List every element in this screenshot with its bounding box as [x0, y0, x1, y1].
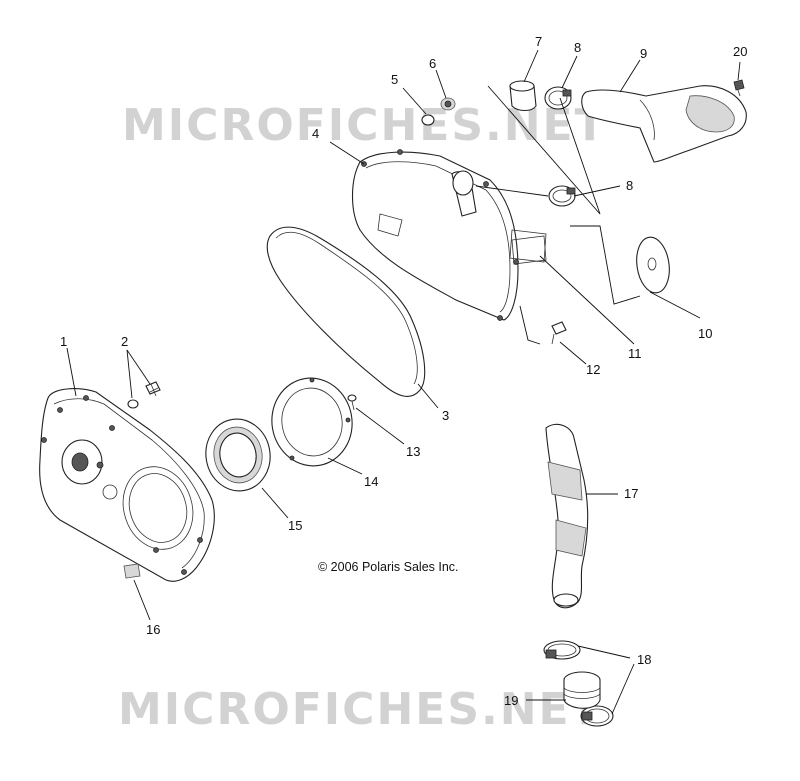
copyright-notice: © 2006 Polaris Sales Inc. [318, 560, 459, 574]
callout-16: 16 [146, 622, 160, 637]
bolt-and-washer [127, 381, 161, 409]
callout-2: 2 [121, 334, 128, 349]
small-bolt [347, 394, 357, 411]
callout-7: 7 [535, 34, 542, 49]
drive-belt [266, 226, 426, 397]
clamp-18-lower [580, 705, 614, 727]
callout-12: 12 [586, 362, 600, 377]
intake-duct [581, 85, 747, 163]
callout-14: 14 [364, 474, 378, 489]
grommet [440, 97, 456, 111]
pad [123, 563, 141, 579]
exhaust-duct [545, 423, 589, 609]
seal [205, 418, 271, 492]
callout-1: 1 [60, 334, 67, 349]
clamp-18-upper [543, 640, 581, 660]
coupler [509, 80, 537, 112]
callout-11: 11 [628, 346, 642, 361]
gasket [636, 236, 670, 294]
screw [733, 79, 745, 97]
callout-19: 19 [504, 693, 518, 708]
callout-3: 3 [442, 408, 449, 423]
callout-10: 10 [698, 326, 712, 341]
callout-5: 5 [391, 72, 398, 87]
leader-lines [66, 49, 741, 715]
callout-17: 17 [624, 486, 638, 501]
hose-clamp-upper [544, 86, 572, 110]
callout-4: 4 [312, 126, 319, 141]
callout-20: 20 [733, 44, 747, 59]
callout-18: 18 [637, 652, 651, 667]
callout-8-upper: 8 [574, 40, 581, 55]
callout-9: 9 [640, 46, 647, 61]
callout-13: 13 [406, 444, 420, 459]
o-ring [421, 114, 435, 126]
callout-15: 15 [288, 518, 302, 533]
boot [563, 671, 601, 709]
callout-6: 6 [429, 56, 436, 71]
decal [511, 235, 547, 265]
outer-clutch-cover [39, 388, 215, 582]
watermark-bottom: MICROFICHES.NET [118, 684, 603, 735]
cover-bolt [551, 321, 567, 345]
hose-clamp-lower [548, 185, 576, 207]
cover-plate [271, 377, 353, 467]
callouts: 1 2 3 4 5 6 7 8 8 9 10 11 12 13 14 15 16… [60, 34, 747, 708]
callout-8-lower: 8 [626, 178, 633, 193]
inner-clutch-cover [352, 149, 547, 321]
